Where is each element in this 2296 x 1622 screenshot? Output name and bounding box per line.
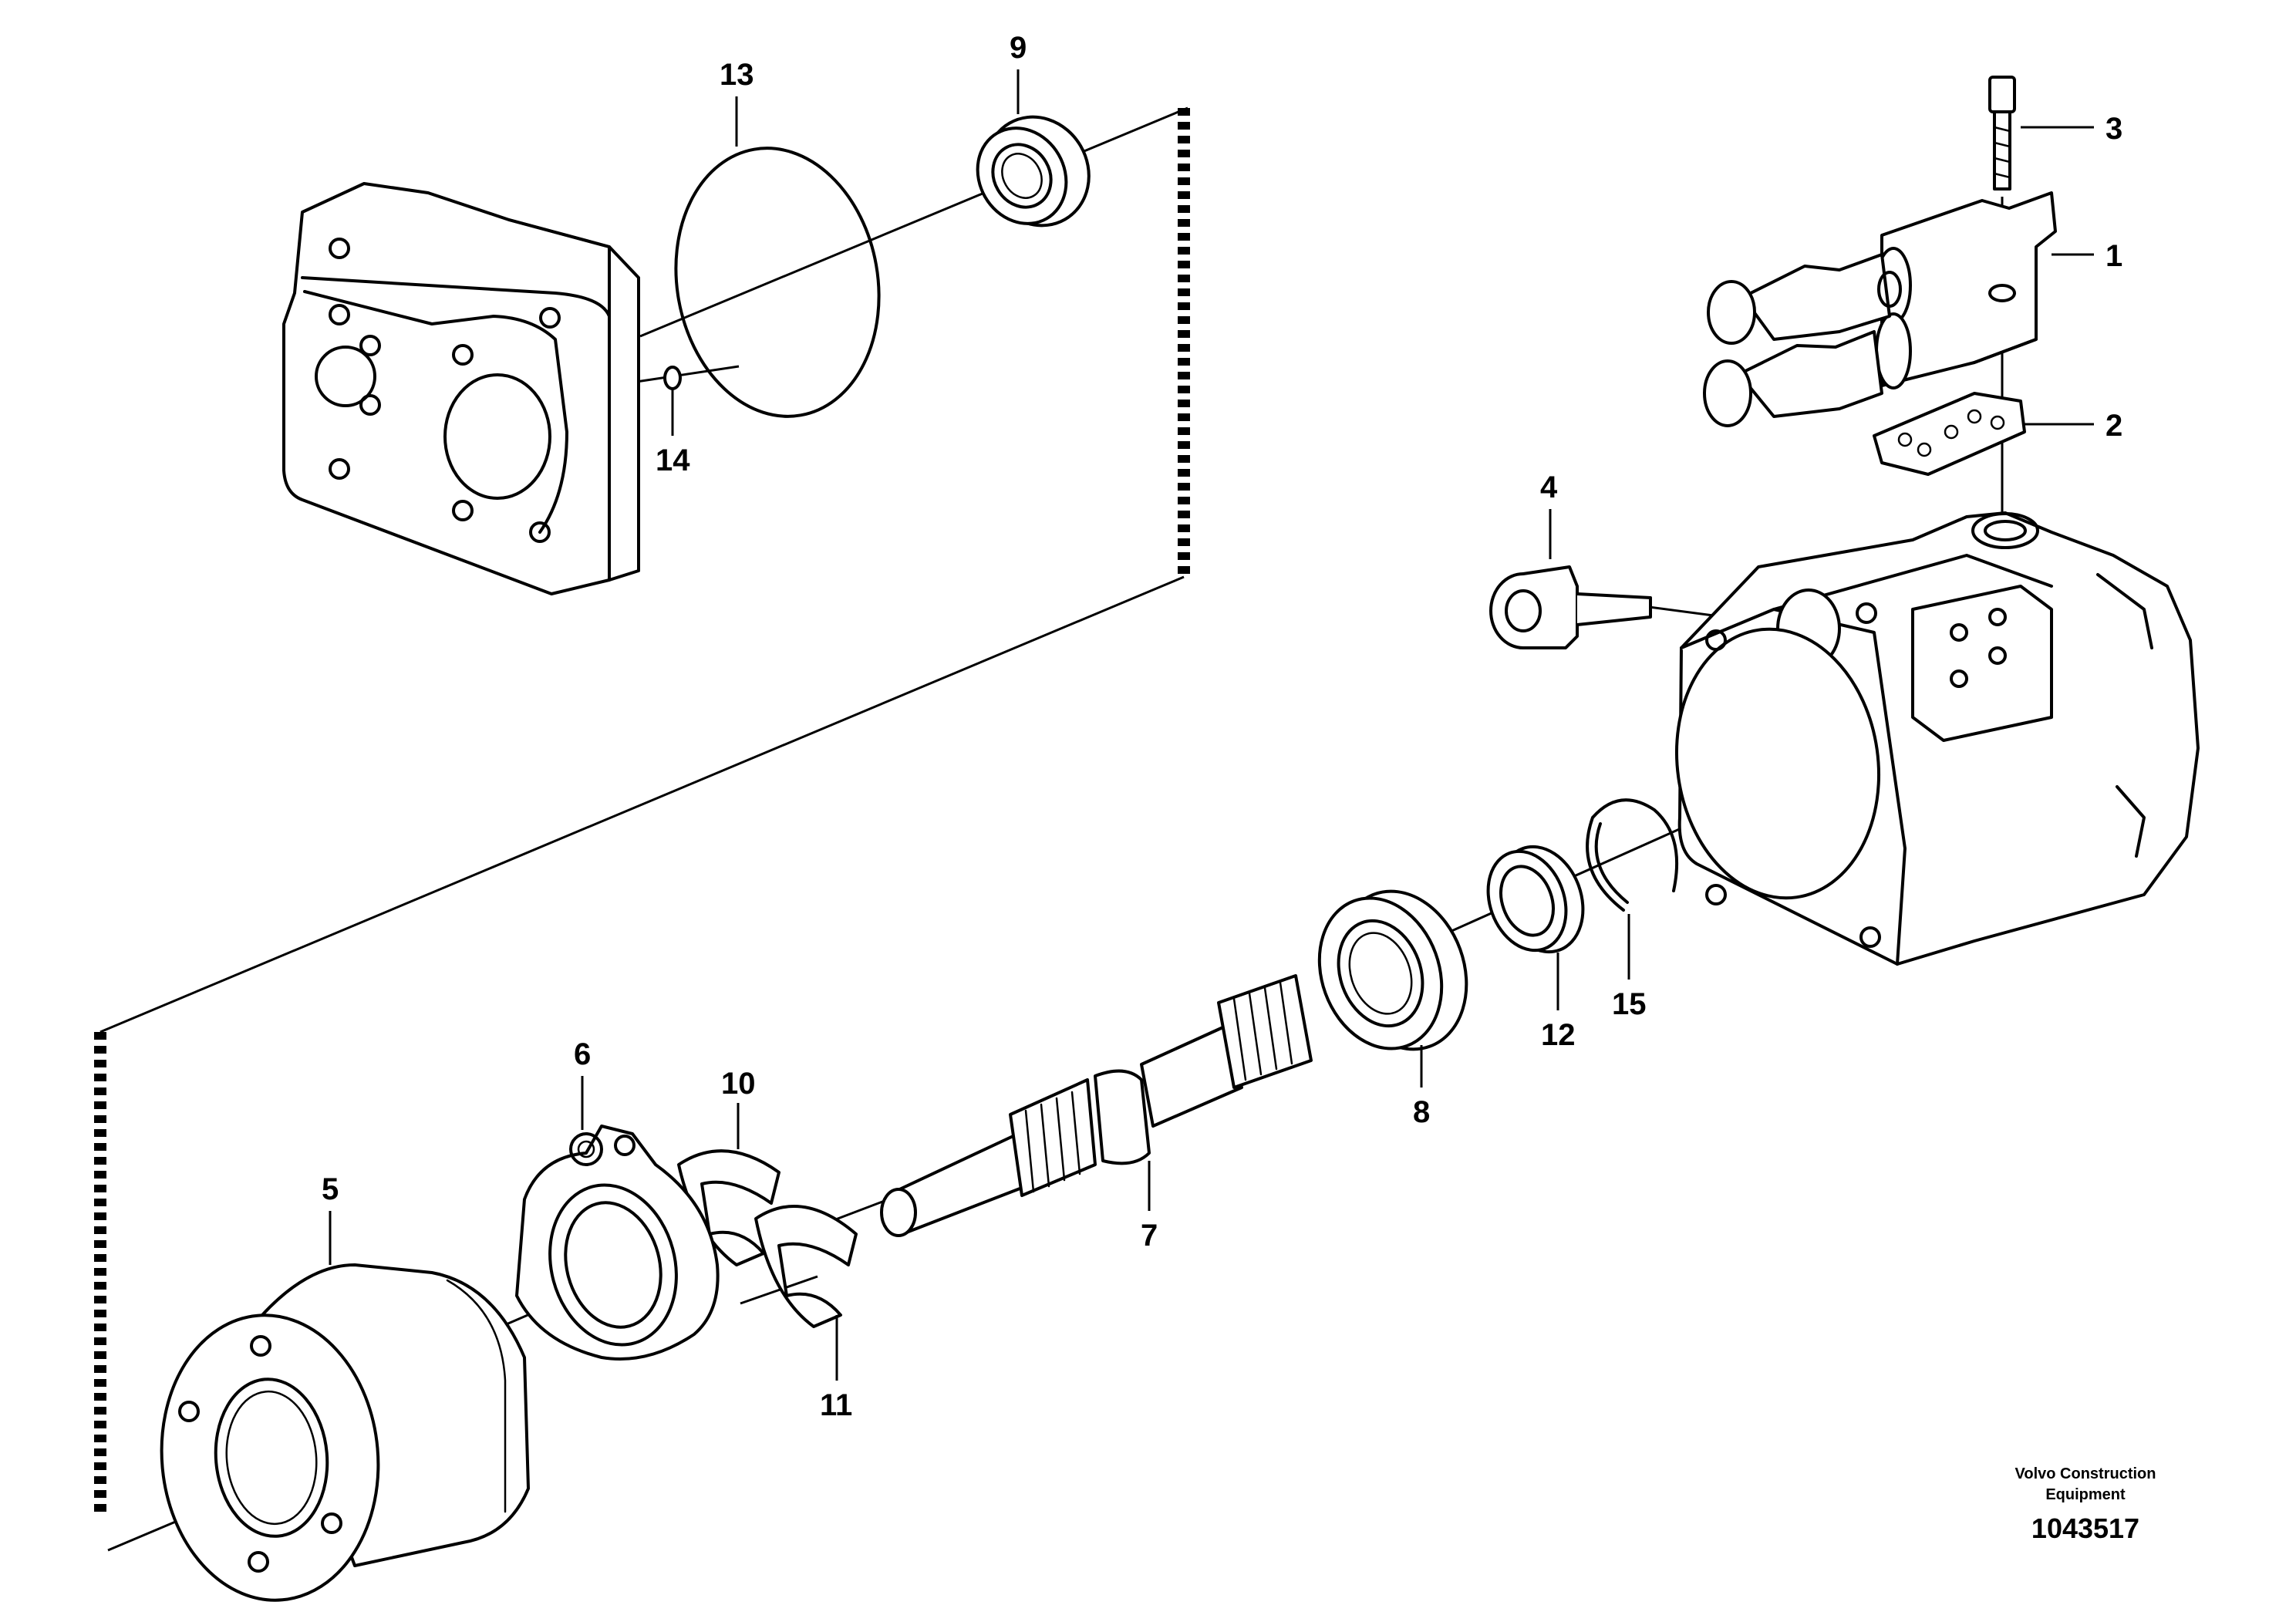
- callout-9: 9: [1010, 31, 1027, 65]
- brand-line-2: Equipment: [2045, 1486, 2126, 1503]
- drive-shaft-7: [880, 974, 1313, 1237]
- swash-plate-6: [515, 1125, 720, 1361]
- callout-7: 7: [1141, 1219, 1158, 1253]
- large-bearing-8: [1317, 889, 1468, 1051]
- callout-2: 2: [2106, 409, 2122, 443]
- small-bearing-9: [976, 115, 1091, 228]
- callout-10: 10: [721, 1067, 756, 1101]
- leader-lines: [329, 69, 2094, 1381]
- callouts: 1 2 3 4 5 6 7 8 9 10 11 12 13 14 15: [322, 31, 2122, 1422]
- callout-3: 3: [2106, 112, 2122, 146]
- fitting-4: [1489, 565, 1652, 649]
- callout-6: 6: [574, 1037, 591, 1071]
- brand-line-1: Volvo Construction: [2015, 1465, 2156, 1482]
- control-valve-1: [1703, 191, 2057, 427]
- assembly-boundary: [94, 108, 1190, 1512]
- small-seal-14: [663, 366, 682, 390]
- half-shell-11: [754, 1205, 858, 1328]
- port-plate-cover: [282, 182, 640, 595]
- circlip-15: [1586, 798, 1679, 912]
- cylinder-block-5: [160, 1263, 530, 1602]
- callout-4: 4: [1540, 470, 1558, 504]
- cap-screw-3: [1988, 76, 2016, 191]
- footer: Volvo Construction Equipment 1043517: [2015, 1465, 2156, 1544]
- callout-15: 15: [1612, 987, 1647, 1021]
- reference-number: 1043517: [2031, 1512, 2139, 1544]
- callout-14: 14: [656, 443, 690, 477]
- callout-12: 12: [1541, 1018, 1576, 1052]
- pump-housing: [1674, 511, 2200, 966]
- callout-11: 11: [820, 1388, 852, 1422]
- callout-13: 13: [720, 58, 754, 92]
- callout-8: 8: [1413, 1095, 1430, 1129]
- callout-5: 5: [322, 1172, 339, 1206]
- gasket-plate-2: [1873, 392, 2026, 476]
- shaft-seal-12: [1486, 845, 1585, 954]
- o-ring-13: [674, 147, 881, 418]
- callout-1: 1: [2106, 239, 2122, 273]
